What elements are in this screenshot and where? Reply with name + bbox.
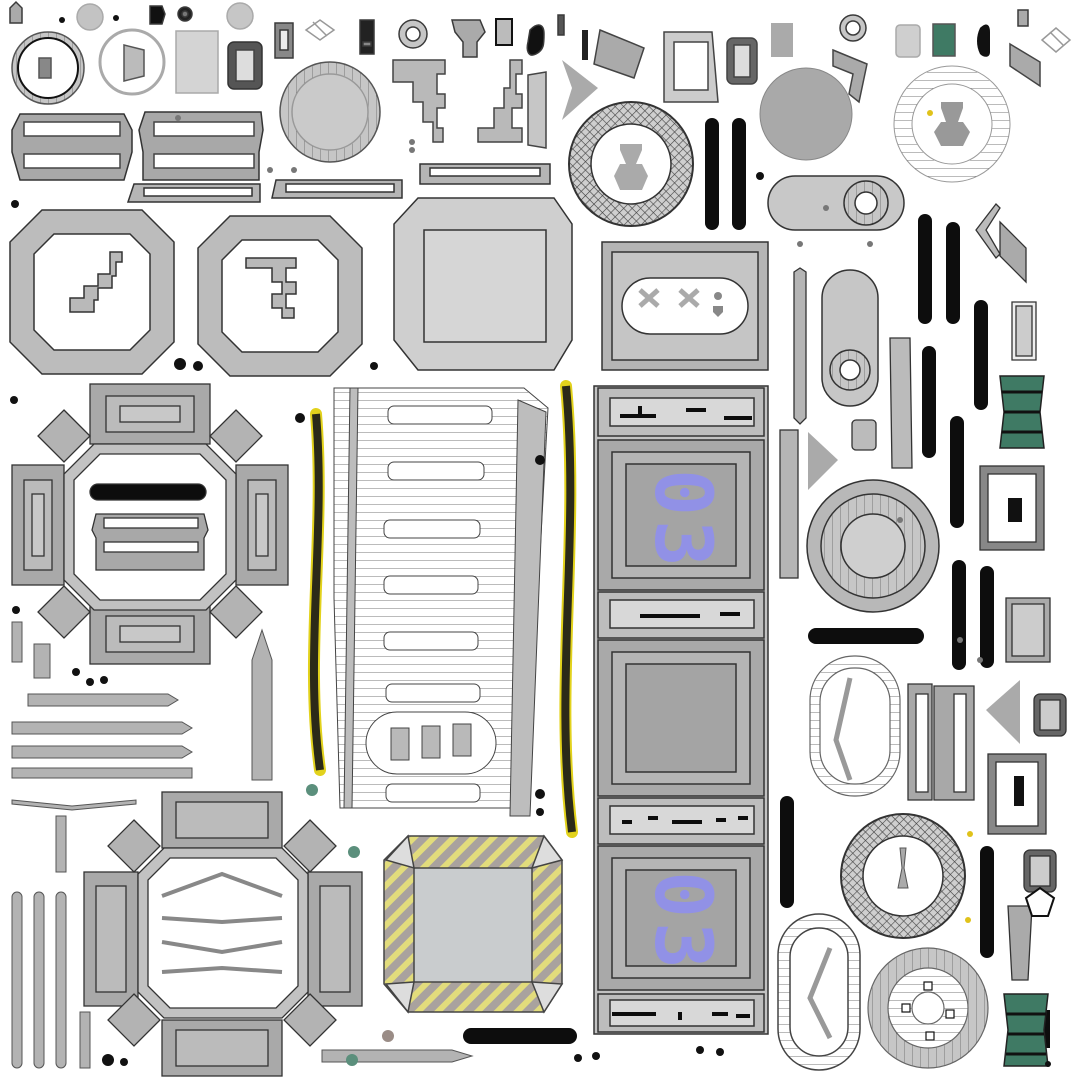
mesh-ring-lower xyxy=(840,813,973,939)
oval-window-plate xyxy=(601,241,769,371)
scattered-dots xyxy=(10,15,1051,1067)
octagon-frame xyxy=(197,215,363,377)
slotted-ring-disc xyxy=(806,479,940,613)
spoke-ring-vase xyxy=(893,65,1011,183)
black-bar xyxy=(463,1028,577,1044)
wire-capsule-lower xyxy=(777,913,861,1071)
capsule-plate-vertical xyxy=(821,269,879,407)
hazard-panel xyxy=(383,834,564,1014)
octagon-frame xyxy=(9,209,175,375)
panel-number-label-lower: 03 xyxy=(637,871,727,973)
spoked-disc-lower xyxy=(867,947,989,1069)
rod xyxy=(321,1049,474,1063)
octagon-assembly-upper xyxy=(11,383,289,665)
gray-disk xyxy=(759,67,853,161)
chamfered-panel xyxy=(393,197,573,371)
capsule-plate xyxy=(767,175,905,231)
green-barrel xyxy=(999,375,1045,449)
yellow-strap-left-inner xyxy=(309,413,324,771)
tall-panel-stack xyxy=(593,385,769,1035)
ring-parts xyxy=(11,28,381,163)
black-bar xyxy=(705,118,719,230)
scattered-dots-gray xyxy=(175,115,983,1066)
rods-lower-left xyxy=(11,799,137,1069)
octagon-assembly-lower xyxy=(83,791,363,1077)
yellow-strap-right-inner xyxy=(561,385,576,833)
top-row-parts xyxy=(9,0,1072,60)
green-barrel xyxy=(1003,993,1049,1067)
bevel-frames-row xyxy=(11,111,551,203)
panel-number-label-upper: 03 xyxy=(637,469,727,571)
black-bar xyxy=(732,118,746,230)
stepped-brackets xyxy=(392,23,1041,149)
wire-oval xyxy=(809,655,901,797)
slatted-panel xyxy=(333,387,549,817)
mesh-ring xyxy=(568,101,694,227)
rods-left xyxy=(11,621,273,781)
